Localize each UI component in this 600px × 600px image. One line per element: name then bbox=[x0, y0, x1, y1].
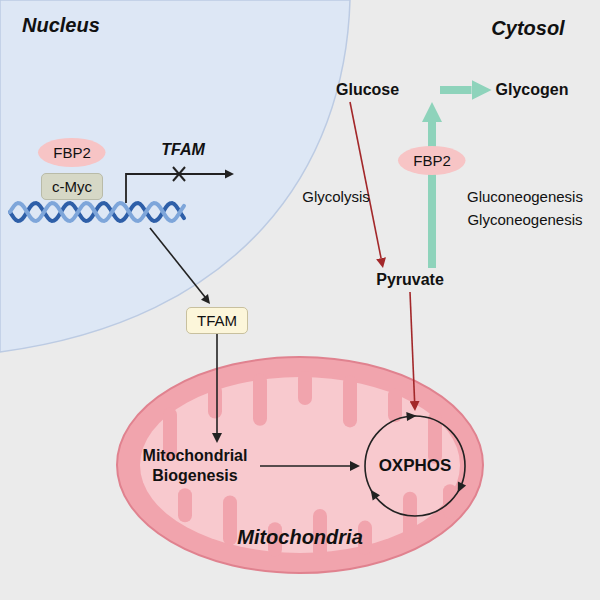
node-text: Nucleus bbox=[22, 14, 372, 37]
flow-arrow bbox=[440, 86, 472, 94]
promoter-arrowhead bbox=[225, 170, 234, 179]
metabolite-label: Glycogen bbox=[492, 78, 573, 102]
flow-arrow bbox=[350, 102, 381, 258]
dna-strand bbox=[10, 203, 184, 221]
dna-strand bbox=[10, 203, 184, 221]
flow-arrow bbox=[216, 334, 218, 434]
pathway-label: Glycolysis bbox=[302, 188, 370, 205]
mitochondrion: Mitochondrial Biogenesis OXPHOS Mitochondr… bbox=[115, 355, 485, 575]
protein-box: c-Myc bbox=[41, 173, 103, 200]
node-text: OXPHOS bbox=[379, 456, 452, 476]
crista bbox=[208, 384, 222, 418]
crista bbox=[428, 412, 442, 464]
process-label: Mitochondrial Biogenesis bbox=[130, 443, 260, 489]
node-text: Mitochondria bbox=[115, 526, 485, 549]
oxphos-cycle: OXPHOS bbox=[360, 411, 470, 521]
node-text: FBP2 bbox=[413, 152, 451, 169]
metabolite-label: Glucose bbox=[330, 78, 440, 102]
crista bbox=[223, 496, 237, 546]
crista bbox=[253, 374, 267, 426]
pathway-label: Glyconeogenesis bbox=[467, 211, 582, 228]
node-text: c-Myc bbox=[52, 178, 92, 195]
node-text: Mitochondrial Biogenesis bbox=[134, 446, 256, 486]
block-mark bbox=[173, 167, 185, 181]
node-text: TFAM bbox=[197, 312, 237, 329]
flow-arrow bbox=[260, 465, 350, 467]
flow-arrow bbox=[410, 292, 415, 401]
protein-box: TFAM bbox=[186, 307, 248, 334]
crista bbox=[443, 484, 457, 518]
node-text: Pyruvate bbox=[376, 271, 444, 289]
crista bbox=[403, 492, 417, 542]
pathway-label: Gluconeogenesis bbox=[467, 188, 583, 205]
node-text: Glycogen bbox=[496, 81, 569, 99]
crista bbox=[298, 371, 312, 405]
block-mark bbox=[173, 167, 185, 181]
crista bbox=[178, 488, 192, 522]
expression-arrowhead bbox=[201, 294, 210, 304]
crista bbox=[163, 408, 177, 460]
crista bbox=[388, 388, 402, 422]
nucleus-region: FBP2 c-Myc Nucleus bbox=[0, 0, 372, 360]
flow-arrow bbox=[428, 122, 436, 268]
protein-oval: FBP2 bbox=[38, 138, 106, 167]
node-text: FBP2 bbox=[53, 144, 91, 161]
expression-arrow bbox=[150, 228, 205, 297]
node-text: Glucose bbox=[336, 81, 440, 99]
crista bbox=[343, 375, 357, 427]
gene-label: TFAM bbox=[161, 141, 205, 159]
metabolite-label: Pyruvate bbox=[372, 268, 448, 292]
enzyme-oval: FBP2 bbox=[398, 146, 466, 175]
region-label: Cytosol bbox=[491, 17, 564, 40]
